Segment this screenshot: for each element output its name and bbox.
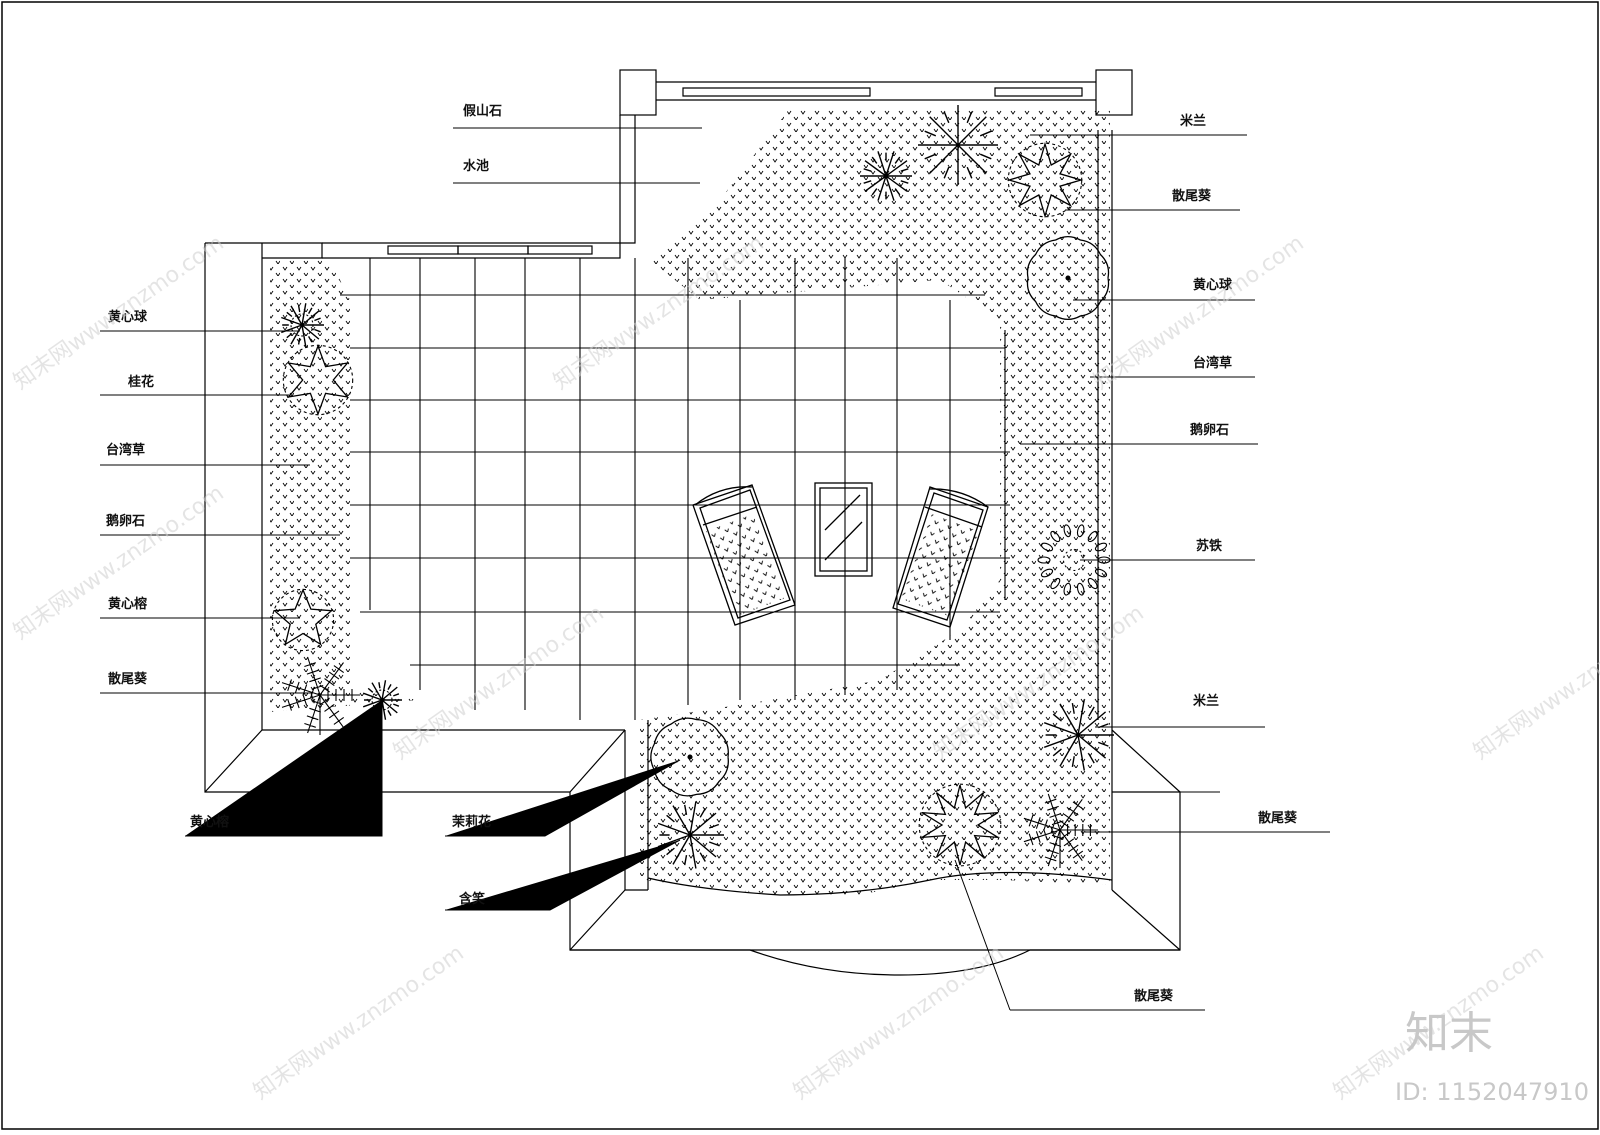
watermark-site: 知末网www.znzmo.com [9,231,229,395]
label-molihua: 茉莉花 [452,814,491,830]
watermark-site: 知末网www.znzmo.com [9,481,229,645]
leader-lines [100,127,1330,1011]
watermarks: 知末网www.znzmo.com 知末网www.znzmo.com 知末网www… [9,231,1600,1106]
sanweikui-symbol [1006,141,1084,219]
grass-top-right [650,108,1110,720]
lounger-left [692,484,796,626]
watermark-site: 知末网www.znzmo.com [1469,601,1600,765]
label-huangxinrong-left: 黄心榕 [108,596,148,612]
milan-symbol [918,105,998,185]
label-sanweikui-bottom: 散尾葵 [1134,988,1174,1004]
milan-symbol [1043,699,1114,771]
label-taiwancao-right: 台湾草 [1193,355,1232,371]
label-huangxinrong-bottom: 黄心榕 [190,814,230,830]
sanweikui-symbol [281,656,360,735]
paving-grid [340,258,1010,720]
label-eluanshi-right: 鹅卵石 [1190,422,1229,438]
label-guihua: 桂花 [127,374,154,390]
label-sutie: 苏铁 [1196,538,1222,554]
sanweikui-symbol [1023,793,1098,868]
label-hanxiao: 含笑 [458,891,485,907]
sanweikui-symbol [921,784,999,866]
plant-labels: 假山石 水池 黄心球 桂花 台湾草 鹅卵石 黄心榕 散尾葵 黄心榕 茉莉花 含笑… [106,103,1298,1004]
label-milan-right: 米兰 [1193,693,1219,709]
label-jiashanshi: 假山石 [463,103,502,119]
huangxinrong-symbol [272,588,334,646]
watermark-brand: 知末 [1405,1008,1493,1059]
watermark-site: 知末网www.znzmo.com [249,941,469,1105]
watermark-id: ID: 1152047910 [1395,1078,1589,1106]
hanxiao-symbol [657,801,724,869]
plant-symbols [271,105,1114,869]
huangxinqiu-symbol [1026,235,1110,321]
guihua-symbol [286,344,350,416]
side-table [814,482,873,577]
label-taiwancao-left: 台湾草 [106,442,145,458]
walls [204,69,1181,976]
label-milan-top: 米兰 [1180,113,1206,129]
watermark-site: 知末网www.znzmo.com [389,601,609,765]
label-huangxinqiu-right: 黄心球 [1193,277,1233,293]
label-sanweikui-top: 散尾葵 [1172,188,1212,204]
label-shuichi: 水池 [463,158,489,174]
lounger-right [892,486,989,628]
label-huangxinqiu-left: 黄心球 [108,309,148,325]
molihua-symbol [650,717,729,797]
grass-areas [270,108,1110,895]
label-sanweikui-left: 散尾葵 [108,671,148,687]
label-sanweikui-right: 散尾葵 [1258,810,1298,826]
milan-symbol [860,151,912,201]
watermark-site: 知末网www.znzmo.com [789,941,1009,1105]
label-eluanshi-left: 鹅卵石 [106,513,145,529]
